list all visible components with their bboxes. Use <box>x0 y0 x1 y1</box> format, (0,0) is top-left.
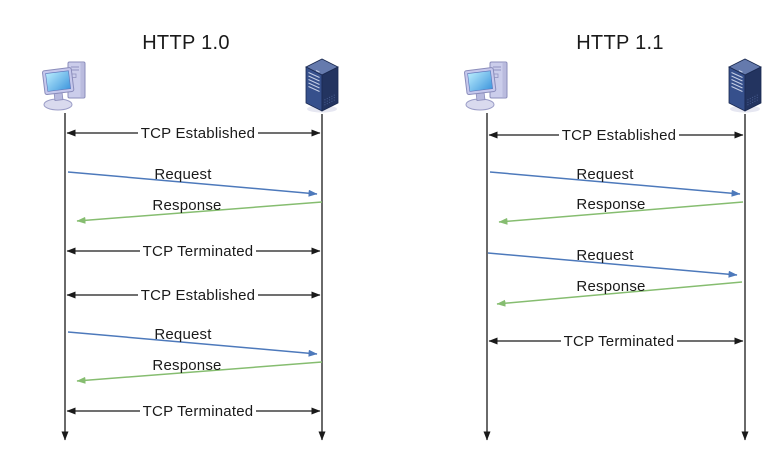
desktop-computer-icon <box>41 61 86 111</box>
request-label-2: Request <box>576 247 634 264</box>
request-label-1: Request <box>576 166 634 183</box>
label-mask <box>138 124 258 141</box>
response-label-1: Response <box>576 196 645 213</box>
request-label-2: Request <box>154 326 212 343</box>
tcp-terminated-label-1: TCP Terminated <box>564 333 675 350</box>
tcp-established-label-1: TCP Established <box>562 127 676 144</box>
http11-diagram: HTTP 1.1 TCP Established Request Respons… <box>463 32 762 441</box>
label-mask <box>140 242 256 259</box>
request-arrow-2 <box>487 252 738 278</box>
request-arrow-1 <box>67 171 318 197</box>
request-arrow-2 <box>67 331 318 357</box>
label-mask <box>559 126 679 143</box>
diagram-title-http11: HTTP 1.1 <box>576 32 664 54</box>
diagram-title-http10: HTTP 1.0 <box>142 32 230 54</box>
server-tower-icon <box>728 58 762 113</box>
server-tower-icon <box>305 58 339 113</box>
request-arrow-1 <box>489 171 741 197</box>
response-arrow-1 <box>498 201 744 225</box>
response-label-1: Response <box>152 197 221 214</box>
desktop-computer-icon <box>463 61 508 111</box>
http10-diagram: HTTP 1.0 TCP Established Request Respons… <box>41 32 339 441</box>
response-arrow-2 <box>496 281 743 307</box>
tcp-terminated-label-1: TCP Terminated <box>143 243 254 260</box>
response-arrow-2 <box>76 361 323 384</box>
response-label-2: Response <box>576 278 645 295</box>
request-label-1: Request <box>154 166 212 183</box>
label-mask <box>561 332 677 349</box>
label-mask <box>138 286 258 303</box>
tcp-established-label-1: TCP Established <box>141 125 255 142</box>
response-label-2: Response <box>152 357 221 374</box>
label-mask <box>140 402 256 419</box>
response-arrow-1 <box>76 201 323 224</box>
tcp-established-label-2: TCP Established <box>141 287 255 304</box>
tcp-terminated-label-2: TCP Terminated <box>143 403 254 420</box>
